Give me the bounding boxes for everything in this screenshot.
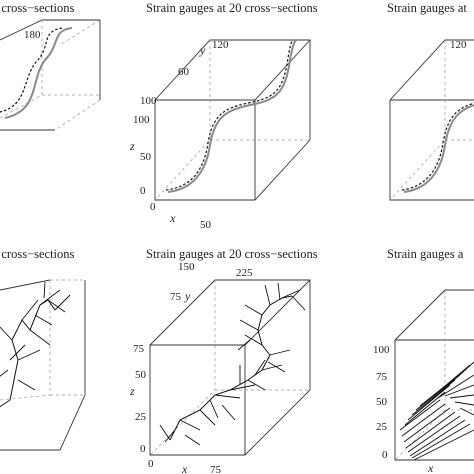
panel-title: Strain gauges at 20 cross−sections [146, 247, 318, 261]
y-tick-label: 150 [178, 261, 195, 273]
x-tick-label: 50 [200, 219, 212, 231]
reference-curve [4, 27, 73, 119]
panel-title: Strain gauges at 20 cross−sections [146, 1, 318, 15]
x-axis-label: x [181, 462, 188, 474]
x-axis-label: x [169, 211, 176, 225]
x-tick-label: 0 [148, 458, 154, 470]
strain-arrows [0, 281, 71, 408]
reconstructed-curve [165, 39, 294, 191]
z-axis-label: z [129, 384, 135, 398]
bounding-box [149, 279, 311, 456]
bounding-box-hidden-edges [394, 290, 474, 461]
z-tick-label: 50 [135, 369, 147, 381]
z-tick-label: 0 [382, 449, 388, 461]
panel-bottom-right: Strain gauges a 100 75 50 25 0 x [373, 247, 474, 474]
reconstructed-curve [401, 102, 474, 191]
y-tick-label: 75 [170, 291, 182, 303]
y-axis-label: y [184, 289, 191, 303]
y-tick-label: 60 [178, 66, 190, 78]
bounding-box [0, 279, 86, 451]
panel-title: Strain gauges a [387, 247, 464, 261]
y-tick-label: 180 [24, 29, 41, 41]
z-tick-label: 100 [373, 344, 390, 356]
arrow-set [159, 282, 306, 446]
z-tick-label: 100 [140, 95, 157, 107]
panel-bottom-middle: Strain gauges at 20 cross−sections 150 2… [129, 247, 318, 474]
z-tick-label: 0 [140, 185, 146, 197]
z-tick-label: 50 [376, 396, 388, 408]
panel-top-middle: Strain gauges at 20 cross−sections y 60 … [129, 1, 318, 231]
z-tick-label: 50 [140, 151, 152, 163]
z-tick-label: 25 [135, 411, 147, 423]
y-tick-label: 120 [450, 39, 467, 51]
strain-arrows [159, 282, 306, 446]
panel-top-left: 0 cross−sections 180 [0, 1, 101, 131]
z-tick-label: 25 [376, 421, 388, 433]
bounding-box-hidden-edges [149, 280, 310, 456]
reconstructed-curve [0, 27, 63, 113]
arrow-set [0, 281, 71, 408]
z-tick-label: 75 [133, 343, 145, 355]
y-tick-label: 225 [236, 267, 253, 279]
strain-path [9, 299, 56, 401]
arrow-set [399, 361, 474, 461]
z-tick-label: 75 [376, 371, 388, 383]
reference-curve [403, 104, 474, 193]
y-axis-label: y [199, 43, 206, 57]
x-tick-label: 0 [150, 201, 156, 213]
z-tick-label: 100 [133, 114, 150, 126]
panel-title: 0 cross−sections [0, 247, 75, 261]
x-tick-label: 75 [210, 464, 222, 474]
y-tick-label: 120 [212, 39, 229, 51]
z-tick-label: 0 [140, 443, 146, 455]
reference-curve [167, 39, 297, 193]
z-axis-label: z [129, 139, 135, 153]
panel-top-right: Strain gauges at 120 [387, 1, 474, 201]
bounding-box-hidden-edges [0, 279, 85, 401]
bounding-box-hidden-edges [0, 19, 101, 131]
x-axis-label: x [427, 461, 434, 474]
dense-arrow-bundle [399, 361, 474, 461]
panel-title: Strain gauges at [387, 1, 467, 15]
bounding-box [394, 289, 474, 461]
strain-path [169, 295, 293, 441]
panel-bottom-left: 0 cross−sections [0, 247, 86, 451]
panel-title: 0 cross−sections [0, 1, 75, 15]
